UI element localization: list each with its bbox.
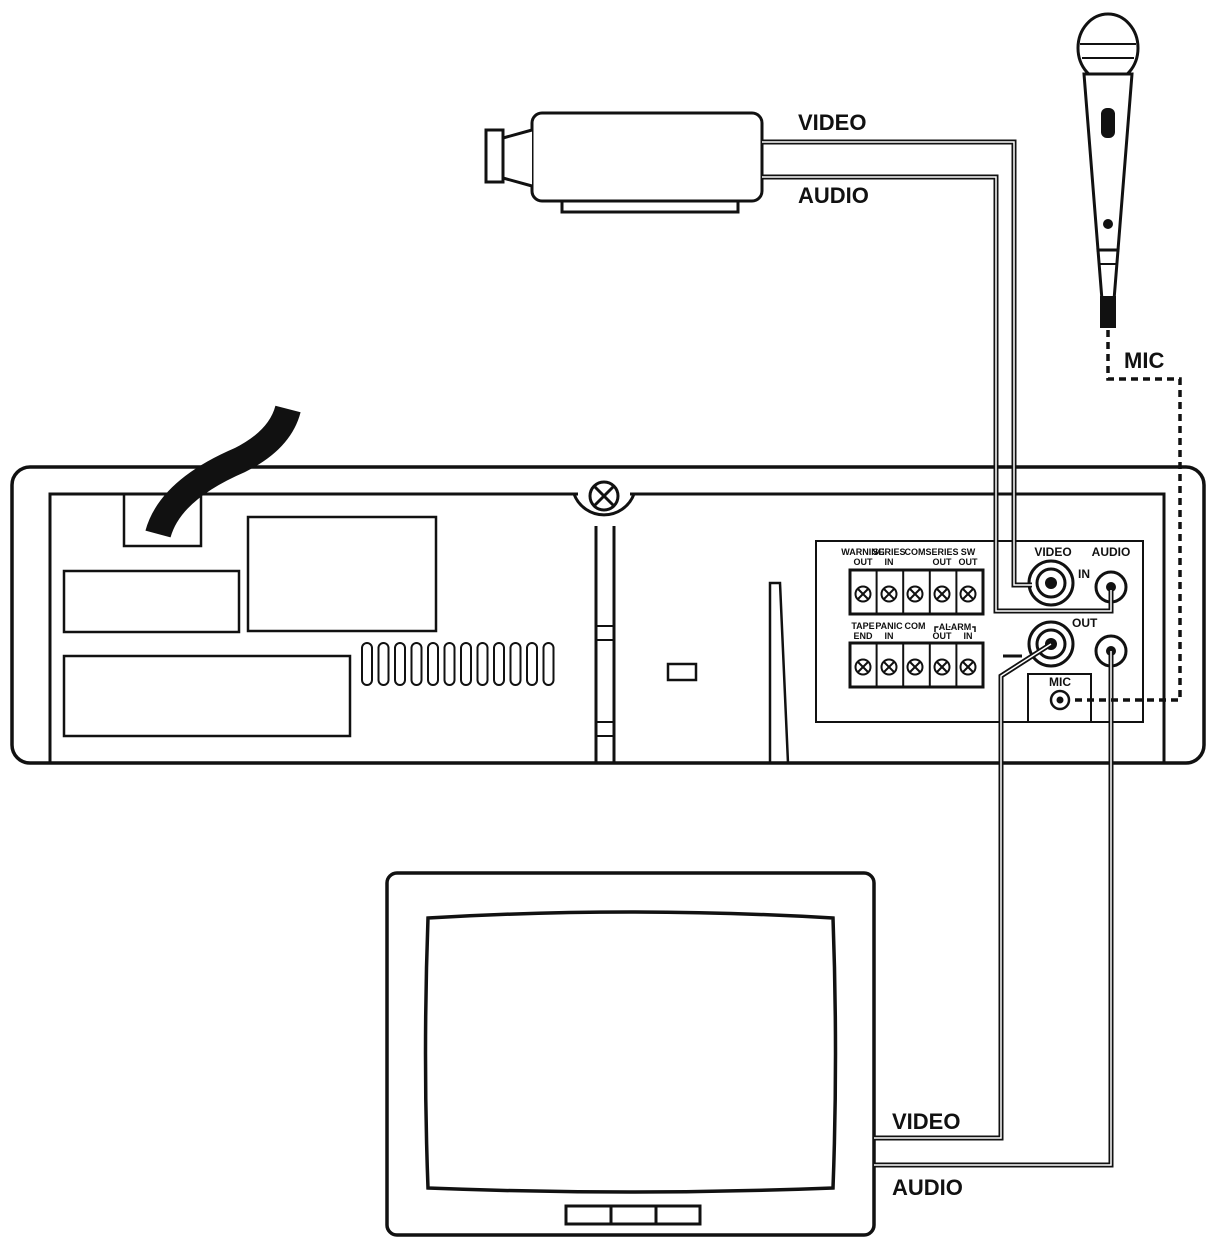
terminal-label-line2: OUT	[959, 557, 979, 567]
terminal-label-line2: IN	[885, 557, 894, 567]
vent-slot	[410, 642, 423, 686]
in-label: IN	[1078, 567, 1090, 581]
video-in-jack[interactable]	[1027, 559, 1075, 607]
jack-video-label: VIDEO	[1034, 545, 1071, 559]
camera-video-label: VIDEO	[798, 110, 866, 135]
video-camera	[484, 111, 764, 214]
vent-slot	[377, 642, 390, 686]
vent-slot	[542, 642, 555, 686]
terminal-label-line1: SW	[961, 547, 976, 557]
jack-audio-label: AUDIO	[1092, 545, 1131, 559]
terminal-screw-icon[interactable]	[959, 585, 977, 603]
microphone	[1076, 12, 1140, 328]
alarm-label: ALARM	[939, 622, 972, 632]
terminal-label-line1: COM	[905, 621, 926, 631]
tv-screen	[423, 910, 838, 1194]
vent-slot	[509, 642, 522, 686]
mic-jack-label: MIC	[1049, 675, 1071, 689]
vent-slot	[443, 642, 456, 686]
terminal-label-line1: TAPE	[851, 621, 874, 631]
terminal-screw-icon[interactable]	[854, 658, 872, 676]
vent-slot	[476, 642, 489, 686]
vent-slots	[361, 642, 555, 686]
vent-slot	[394, 642, 406, 686]
vent-slot	[460, 642, 472, 686]
terminal-screw-icon[interactable]	[933, 658, 951, 676]
terminal-screw-icon[interactable]	[880, 658, 898, 676]
mic-label: MIC	[1124, 348, 1164, 373]
out-label: OUT	[1072, 616, 1098, 630]
terminal-label-line1: SERIES	[925, 547, 958, 557]
terminal-screw-icon[interactable]	[959, 658, 977, 676]
terminal-label-line2: OUT	[933, 557, 953, 567]
terminal-label-line2: IN	[885, 631, 894, 641]
terminal-label-line2: IN	[964, 631, 973, 641]
terminal-label-line1: WARNING	[841, 547, 885, 557]
terminal-screw-icon[interactable]	[906, 585, 924, 603]
terminal-label-line2: END	[853, 631, 873, 641]
terminal-label-line1: COM	[905, 547, 926, 557]
monitor-audio-label: AUDIO	[892, 1175, 963, 1200]
vent-slot	[526, 642, 538, 686]
terminal-label-line2: OUT	[854, 557, 874, 567]
tv-monitor	[385, 871, 876, 1237]
camera-audio-label: AUDIO	[798, 183, 869, 208]
terminal-screw-icon[interactable]	[933, 585, 951, 603]
terminal-label-line1: SERIES	[872, 547, 905, 557]
vent-slot	[427, 642, 439, 686]
vent-slot	[493, 642, 505, 686]
terminal-screw-icon[interactable]	[880, 585, 898, 603]
terminal-screw-icon[interactable]	[854, 585, 872, 603]
terminal-screw-icon[interactable]	[906, 658, 924, 676]
terminal-label-line1: PANIC	[875, 621, 903, 631]
cables	[762, 139, 1182, 1168]
vent-slot	[361, 642, 373, 686]
monitor-video-label: VIDEO	[892, 1109, 960, 1134]
terminal-label-line2: OUT	[933, 631, 953, 641]
